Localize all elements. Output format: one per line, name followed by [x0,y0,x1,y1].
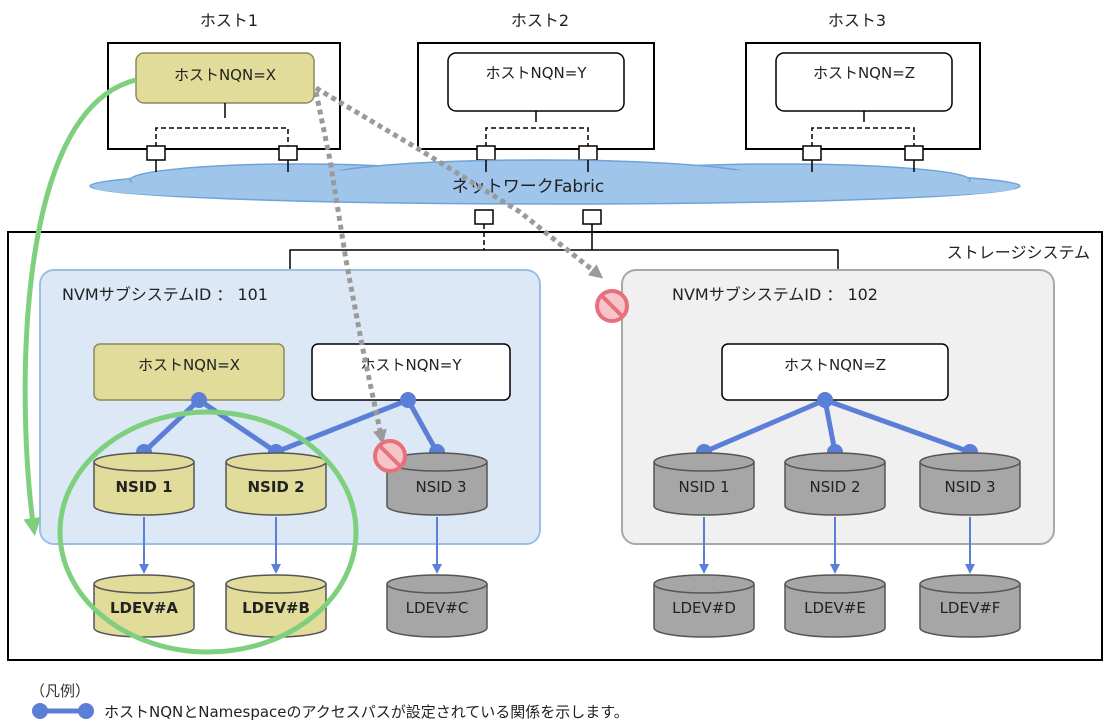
host-3-title: ホスト3 [828,11,886,30]
subsystem-101-host-nqn-x-label: ホストNQN=X [138,356,240,374]
namespace-ldev-arrows [139,517,975,574]
denied-access-attempts [313,85,604,444]
storage-system-label: ストレージシステム [947,243,1090,262]
host-1-nqn: ホストNQN=X [174,66,276,84]
ldev-a: LDEV#A [93,574,195,638]
host-1-title: ホスト1 [200,11,258,30]
storage-port-1 [474,209,494,225]
legend-access-path-icon [32,703,94,719]
storage-port-2 [582,209,602,225]
host-2-port-2 [578,145,598,161]
host-2-title: ホスト2 [511,11,569,30]
namespace-101-1: NSID 1 [93,452,195,516]
network-fabric-cloud: ネットワークFabric [89,159,1021,205]
namespace-102-3-label: NSID 3 [944,478,995,496]
accessible-ldevs-highlight [57,409,359,655]
legend-title: （凡例） [30,682,91,700]
ldev-c: LDEV#C [386,574,488,638]
deny-icon-nsid-3 [373,439,407,473]
ldev-f: LDEV#F [919,574,1021,638]
host-3: ホスト3 ホストNQN=Z [745,11,981,161]
host-3-port-2 [904,145,924,161]
ldev-e: LDEV#E [784,574,886,638]
ldev-d-label: LDEV#D [672,599,736,617]
host-3-port-1 [802,145,822,161]
namespace-101-2: NSID 2 [225,452,327,516]
namespace-101-3: NSID 3 [386,452,488,516]
network-fabric-label: ネットワークFabric [452,177,605,197]
ldev-b-label: LDEV#B [242,599,310,617]
namespace-102-1-label: NSID 1 [678,478,729,496]
host-1-port-1 [146,145,166,161]
host-1: ホスト1 ホストNQN=X [107,11,341,161]
ldev-e-label: LDEV#E [804,599,866,617]
namespace-101-2-label: NSID 2 [247,478,304,496]
host-3-nqn: ホストNQN=Z [813,64,915,82]
namespace-102-2: NSID 2 [784,452,886,516]
ldev-d: LDEV#D [653,574,755,638]
deny-icon-subsystem-102 [595,289,629,323]
namespace-102-3: NSID 3 [919,452,1021,516]
ldev-a-label: LDEV#A [110,599,178,617]
subsystem-101-host-nqn-x [93,343,285,401]
host-2-port-1 [476,145,496,161]
ldev-f-label: LDEV#F [940,599,1001,617]
namespace-102-1: NSID 1 [653,452,755,516]
subsystem-101-label: NVMサブシステムID ： 101 [62,285,268,304]
subsystem-102-host-nqn-z-label: ホストNQN=Z [784,356,886,374]
host-2: ホスト2 ホストNQN=Y [417,11,655,161]
subsystem-101-host-nqn-y-label: ホストNQN=Y [361,356,463,374]
host-2-nqn-box [447,52,625,112]
host-1-port-2 [278,145,298,161]
ldev-c-label: LDEV#C [406,599,469,617]
host-3-nqn-box [775,52,953,112]
ldev-b: LDEV#B [225,574,327,638]
namespace-102-2-label: NSID 2 [809,478,860,496]
namespace-101-3-label: NSID 3 [415,478,466,496]
namespace-101-1-label: NSID 1 [115,478,172,496]
attempt-to-subsystem-102 [314,85,604,279]
subsystem-102-host-nqn-z [721,343,949,401]
legend-access-path-text: ホストNQNとNamespaceのアクセスパスが設定されている関係を示します。 [104,702,629,721]
access-paths [141,397,973,455]
legend-access-path: ホストNQNとNamespaceのアクセスパスが設定されている関係を示します。 [30,700,629,722]
subsystem-102-label: NVMサブシステムID ： 102 [672,285,878,304]
host-2-nqn: ホストNQN=Y [486,64,588,82]
attempt-to-nsid-3 [313,91,387,444]
host-x-access-arrow [22,77,137,536]
